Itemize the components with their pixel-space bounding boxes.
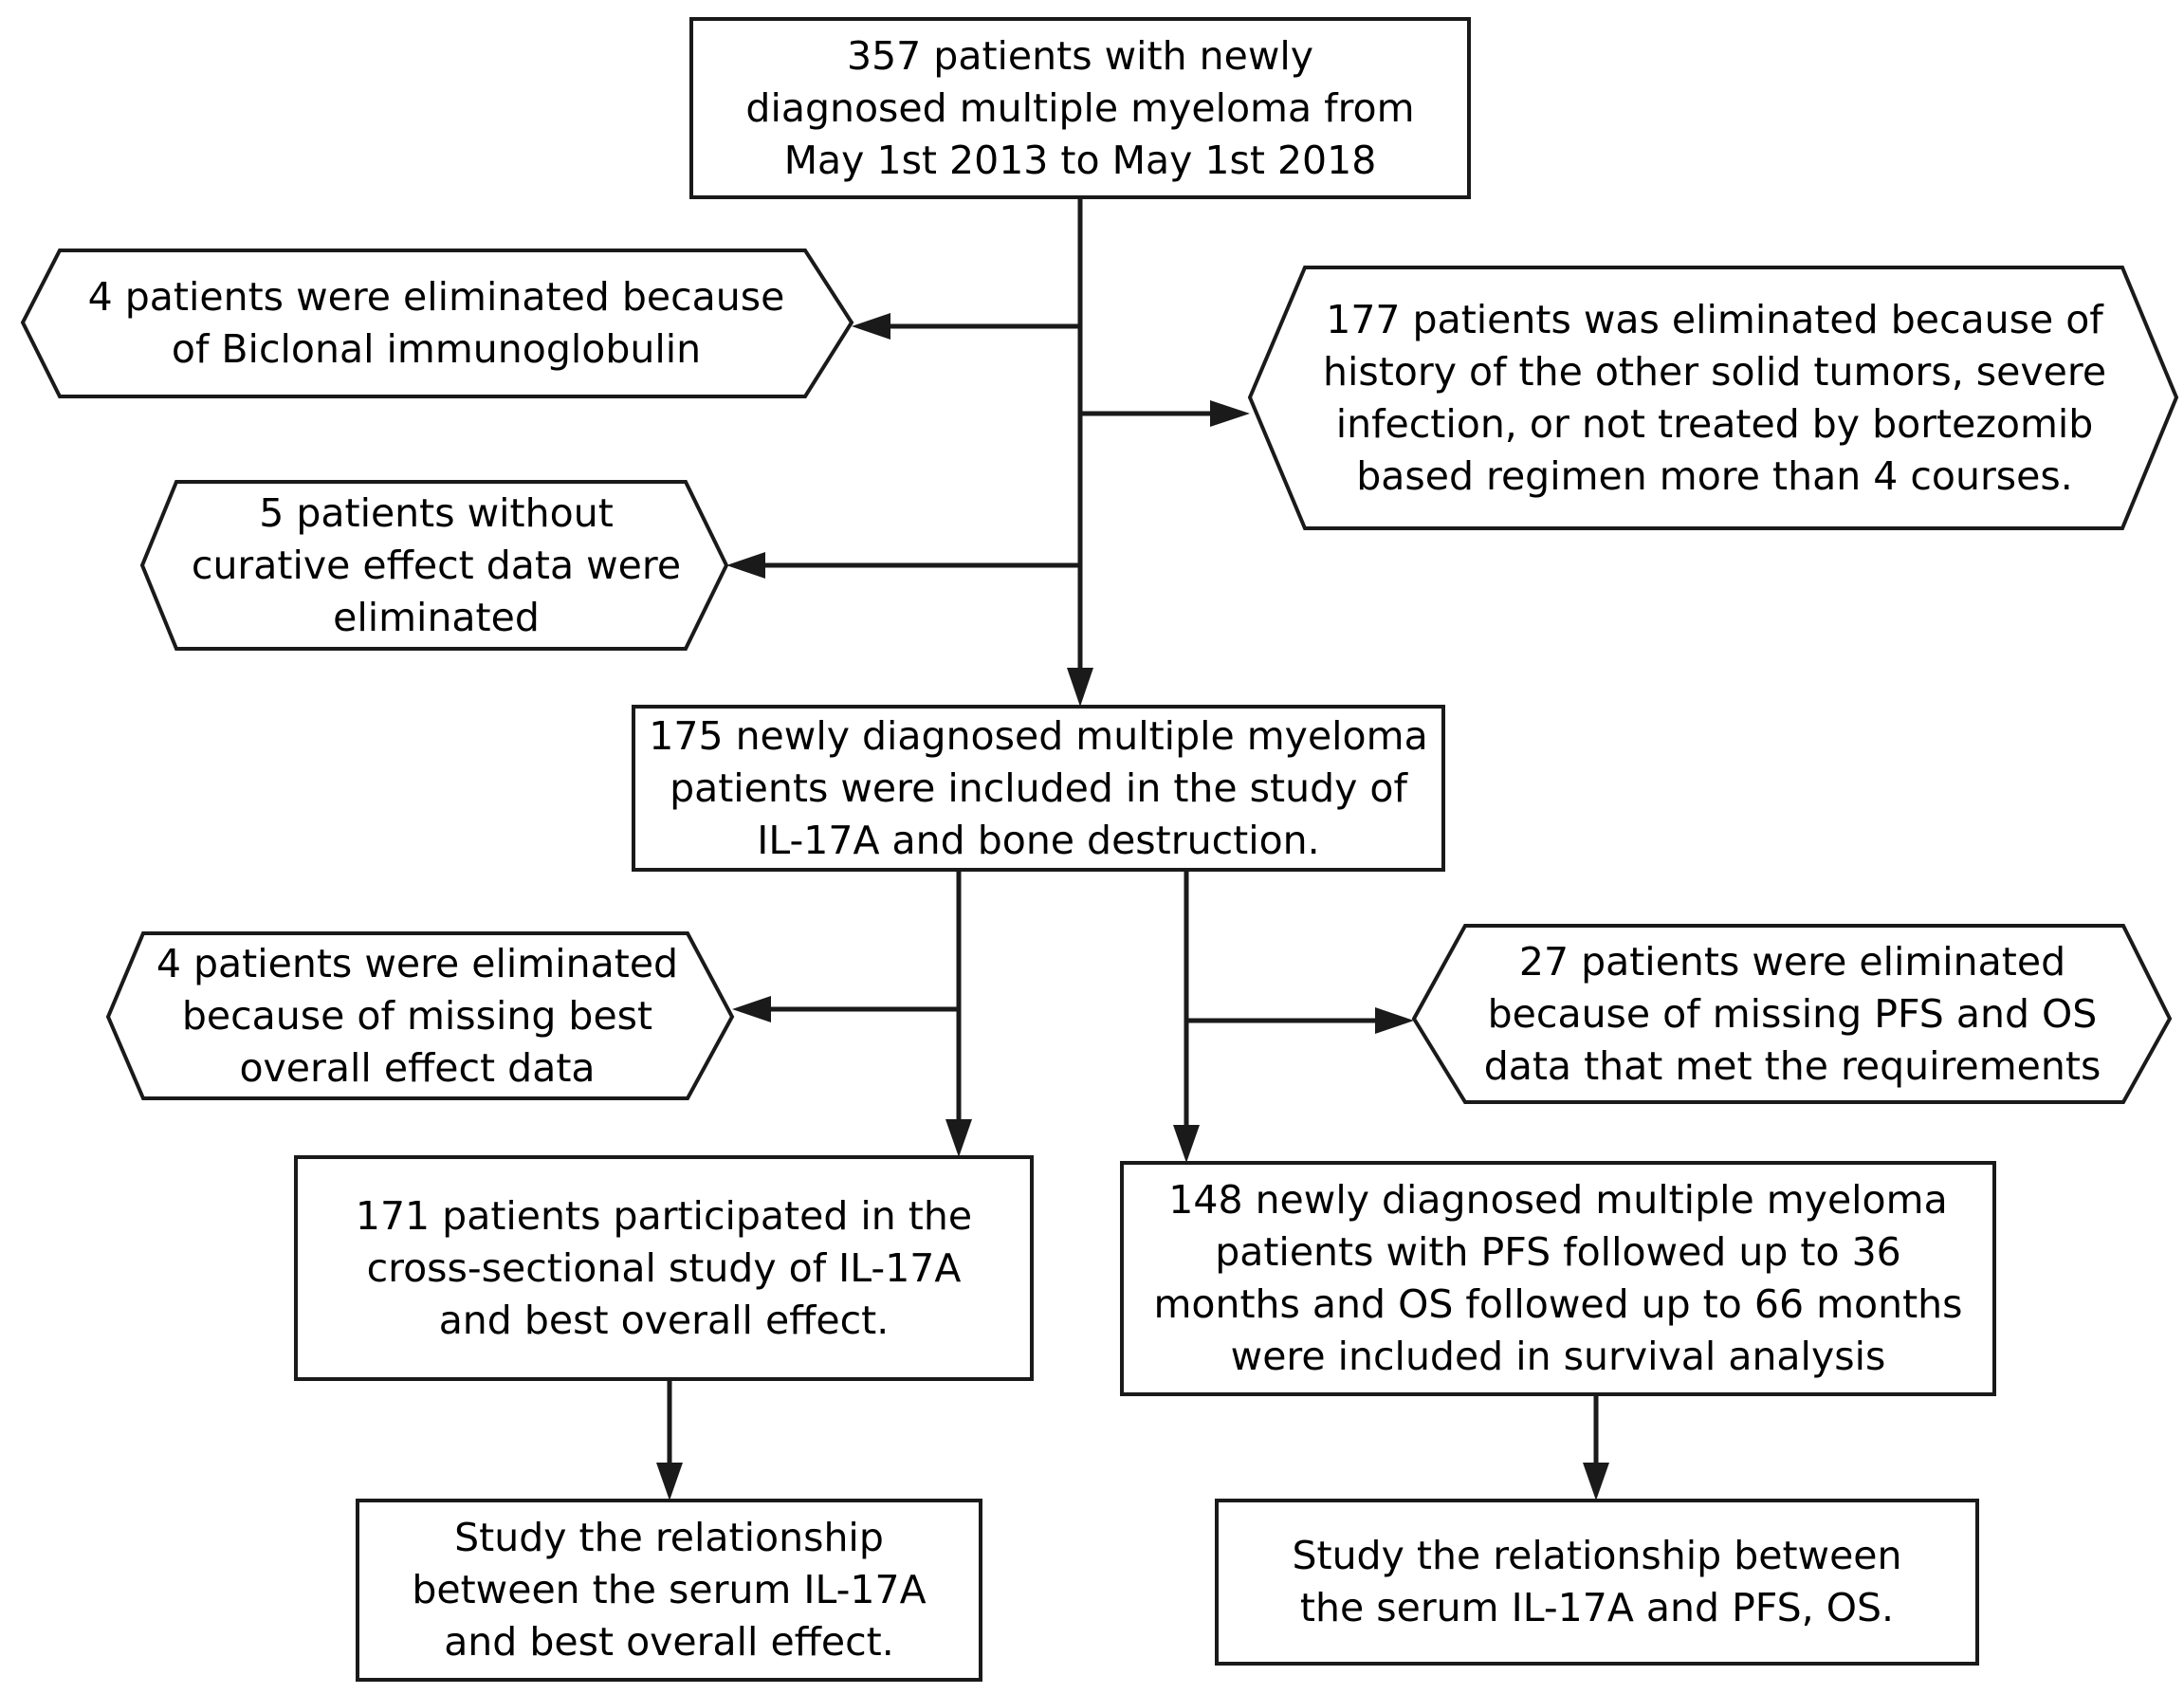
arrow-to-study-best xyxy=(656,1463,683,1501)
excl-curative-line-1: 5 patients without xyxy=(259,489,614,536)
excl-solid-line-3: infection, or not treated by bortezomib xyxy=(1335,400,2094,447)
included-line-2: patients were included in the study of xyxy=(670,764,1407,811)
arrow-to-solid xyxy=(1210,400,1250,427)
cross-sectional-line-3: and best overall effect. xyxy=(438,1297,890,1343)
excl-curative-shape xyxy=(139,480,729,651)
arrow-to-pfs xyxy=(1375,1007,1414,1034)
excl-best-text: 4 patients were eliminated because of mi… xyxy=(133,933,702,1098)
arrow-to-curative xyxy=(726,552,765,579)
excl-best-line-2: because of missing best xyxy=(181,992,653,1039)
cross-sectional-box xyxy=(294,1155,1034,1381)
arrow-to-cross-sectional xyxy=(945,1119,972,1157)
excl-curative-line-2: curative effect data were xyxy=(191,542,682,588)
study-best-line-3: and best overall effect. xyxy=(444,1619,894,1665)
arrow-to-survival xyxy=(1173,1125,1200,1163)
excl-pfs-shape xyxy=(1411,924,2173,1104)
excl-biclonal-shape xyxy=(20,249,854,398)
survival-line-1: 148 newly diagnosed multiple myeloma xyxy=(1168,1177,1948,1223)
excl-solid-line-4: based regimen more than 4 courses. xyxy=(1356,452,2073,499)
excl-curative-line-3: eliminated xyxy=(333,594,540,640)
excl-pfs-line-2: because of missing PFS and OS xyxy=(1487,990,2098,1037)
survival-box xyxy=(1120,1161,1996,1396)
included-box xyxy=(632,705,1445,872)
arrow-to-best xyxy=(732,996,771,1022)
start-box xyxy=(689,17,1471,199)
cross-sectional-text: 171 patients participated in the cross-s… xyxy=(296,1157,1032,1379)
excl-biclonal-text: 4 patients were eliminated because of Bi… xyxy=(57,250,816,396)
excl-curative-text: 5 patients without curative effect data … xyxy=(171,482,702,649)
excl-pfs-line-3: data that met the requirements xyxy=(1483,1042,2101,1089)
excl-best-line-1: 4 patients were eliminated xyxy=(156,940,679,986)
excl-best-line-3: overall effect data xyxy=(239,1044,596,1091)
cross-sectional-line-1: 171 patients participated in the xyxy=(355,1192,973,1239)
excl-pfs-line-1: 27 patients were eliminated xyxy=(1518,938,2066,985)
study-best-box xyxy=(356,1499,982,1682)
arrow-to-biclonal xyxy=(852,313,890,340)
excl-solid-line-1: 177 patients was eliminated because of xyxy=(1326,296,2103,342)
study-best-line-1: Study the relationship xyxy=(454,1515,884,1560)
start-line-1: 357 patients with newly xyxy=(847,32,1313,79)
start-node-text: 357 patients with newly diagnosed multip… xyxy=(691,19,1469,197)
excl-solid-text: 177 patients was eliminated because of h… xyxy=(1280,267,2149,528)
arrow-to-included xyxy=(1067,668,1093,707)
excl-best-shape xyxy=(105,931,735,1100)
study-pfs-box xyxy=(1215,1499,1979,1666)
excl-biclonal-line-2: of Biclonal immunoglobulin xyxy=(171,326,702,372)
included-text: 175 newly diagnosed multiple myeloma pat… xyxy=(633,707,1443,870)
study-pfs-line-2: the serum IL-17A and PFS, OS. xyxy=(1299,1585,1895,1630)
survival-line-4: were included in survival analysis xyxy=(1230,1334,1886,1379)
excl-solid-line-2: history of the other solid tumors, sever… xyxy=(1322,348,2107,395)
start-line-3: May 1st 2013 to May 1st 2018 xyxy=(783,137,1377,183)
survival-line-2: patients with PFS followed up to 36 xyxy=(1215,1229,1901,1275)
cross-sectional-line-2: cross-sectional study of IL-17A xyxy=(366,1244,962,1291)
survival-line-3: months and OS followed up to 66 months xyxy=(1153,1281,1963,1327)
included-line-3: IL-17A and bone destruction. xyxy=(757,817,1320,863)
survival-text: 148 newly diagnosed multiple myeloma pat… xyxy=(1122,1163,1994,1394)
excl-biclonal-line-1: 4 patients were eliminated because xyxy=(87,274,785,320)
study-best-line-2: between the serum IL-17A xyxy=(412,1567,927,1612)
excl-pfs-text: 27 patients were eliminated because of m… xyxy=(1451,926,2134,1102)
study-pfs-line-1: Study the relationship between xyxy=(1292,1533,1902,1578)
study-best-text: Study the relationship between the serum… xyxy=(358,1501,981,1680)
excl-solid-shape xyxy=(1247,266,2179,530)
included-line-1: 175 newly diagnosed multiple myeloma xyxy=(649,712,1428,759)
study-pfs-text: Study the relationship between the serum… xyxy=(1217,1501,1977,1664)
arrow-to-study-pfs xyxy=(1583,1463,1609,1501)
start-line-2: diagnosed multiple myeloma from xyxy=(745,84,1415,131)
